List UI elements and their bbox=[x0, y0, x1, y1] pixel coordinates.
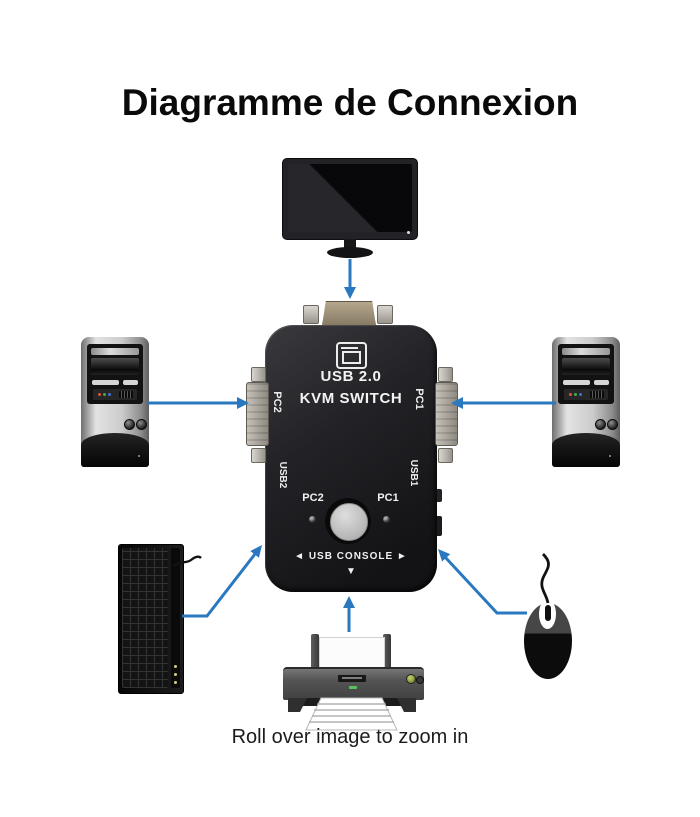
mouse-icon bbox=[524, 596, 572, 679]
led-blue bbox=[108, 393, 111, 396]
select-button bbox=[330, 503, 368, 541]
keyboard-led bbox=[174, 665, 177, 668]
paper-tray-sheet bbox=[319, 637, 385, 670]
drive-slot-small bbox=[123, 380, 138, 385]
pc-tower-left-icon bbox=[81, 337, 149, 467]
led-green bbox=[103, 393, 106, 396]
monitor-icon bbox=[282, 158, 418, 260]
pc1-vga-connector bbox=[435, 382, 458, 446]
arrow-keyboard-to-kvm bbox=[182, 553, 257, 618]
keyboard-side-panel bbox=[171, 548, 180, 688]
vga-screw-post bbox=[377, 305, 393, 324]
keyboard-led bbox=[174, 673, 177, 676]
led-panel bbox=[564, 389, 608, 400]
led-blue bbox=[579, 393, 582, 396]
drive-slot bbox=[563, 380, 590, 385]
printer-brand-label-text bbox=[342, 677, 362, 679]
monitor-stand-neck bbox=[344, 239, 356, 249]
pc-tower-right-icon bbox=[552, 337, 620, 467]
power-button bbox=[595, 419, 606, 430]
printer-foot-left bbox=[288, 698, 307, 712]
panel-gloss bbox=[562, 358, 610, 375]
led-panel bbox=[93, 389, 137, 400]
led-label-pc2: PC2 bbox=[302, 492, 324, 504]
drive-slot-small bbox=[594, 380, 609, 385]
vga-screw-post bbox=[251, 448, 266, 463]
keyboard-led bbox=[174, 681, 177, 684]
arrowhead-printer bbox=[343, 596, 355, 608]
monitor-icon bbox=[336, 342, 367, 369]
led-green bbox=[574, 393, 577, 396]
vga-screw-post bbox=[438, 367, 453, 382]
pc2-vga-connector bbox=[246, 382, 269, 446]
pc2-status-led bbox=[309, 516, 316, 523]
drive-slot bbox=[92, 380, 119, 385]
tower-base bbox=[552, 433, 620, 467]
zoom-hint-text: Roll over image to zoom in bbox=[231, 726, 469, 748]
printer-power-led bbox=[349, 686, 357, 689]
optical-drive-bay bbox=[91, 348, 139, 355]
usb-console-label: ◄ USB CONSOLE ► bbox=[294, 551, 408, 562]
arrow-mouse-to-kvm bbox=[443, 555, 527, 615]
led-red bbox=[569, 393, 572, 396]
tower-front-panel bbox=[87, 344, 143, 404]
printer-feed-button bbox=[416, 676, 424, 684]
pc2-port-label: PC2 bbox=[271, 391, 283, 413]
kvm-title-line1: USB 2.0 bbox=[320, 368, 382, 385]
monitor-icon-screen bbox=[342, 351, 361, 364]
reset-button bbox=[607, 419, 618, 430]
printer-foot-right bbox=[397, 698, 416, 712]
reset-button bbox=[136, 419, 147, 430]
tower-indicator-dot bbox=[609, 455, 611, 457]
kvm-switch-body bbox=[265, 325, 437, 592]
vga-screw-post bbox=[251, 367, 266, 382]
pc1-status-led bbox=[383, 516, 390, 523]
pc1-port-label: PC1 bbox=[413, 388, 425, 410]
usb2-port-label: USB2 bbox=[277, 461, 288, 489]
printer-icon bbox=[283, 634, 424, 700]
side-usb-port bbox=[437, 516, 442, 536]
vent-grille bbox=[119, 391, 133, 398]
paper-tray-post bbox=[383, 634, 391, 670]
vga-screw-post bbox=[303, 305, 319, 324]
monitor-power-led bbox=[407, 231, 410, 234]
panel-gloss bbox=[91, 358, 139, 375]
printer-brand-label bbox=[338, 675, 366, 682]
led-red bbox=[98, 393, 101, 396]
printer-power-button bbox=[406, 674, 416, 684]
keyboard-icon bbox=[118, 544, 184, 694]
printer-body bbox=[283, 667, 424, 700]
diagram-title: Diagramme de Connexion bbox=[121, 82, 579, 123]
led-label-pc1: PC1 bbox=[377, 492, 399, 504]
monitor-screen bbox=[288, 164, 412, 232]
paper-tray-post bbox=[311, 634, 319, 670]
keyboard-keys bbox=[122, 548, 168, 688]
tower-base bbox=[81, 433, 149, 467]
mouse-scroll-wheel bbox=[545, 605, 551, 621]
kvm-title-line2: KVM SWITCH bbox=[299, 390, 403, 407]
optical-drive-bay bbox=[562, 348, 610, 355]
side-usb-port bbox=[437, 489, 442, 502]
arrowhead-monitor bbox=[344, 287, 356, 299]
monitor-icon-bar bbox=[341, 347, 358, 349]
monitor-stand-base bbox=[327, 247, 373, 258]
console-vga-connector bbox=[322, 301, 376, 326]
printed-page-lines bbox=[309, 703, 394, 723]
vga-screw-post bbox=[438, 448, 453, 463]
kvm-switch-device: USB 2.0 KVM SWITCH PC2 PC1 USB2 USB1 PC2… bbox=[246, 299, 458, 592]
usb1-port-label: USB1 bbox=[408, 459, 419, 487]
tower-indicator-dot bbox=[138, 455, 140, 457]
tower-front-panel bbox=[558, 344, 614, 404]
console-down-pointer: ▼ bbox=[346, 566, 356, 577]
power-button bbox=[124, 419, 135, 430]
vent-grille bbox=[590, 391, 604, 398]
